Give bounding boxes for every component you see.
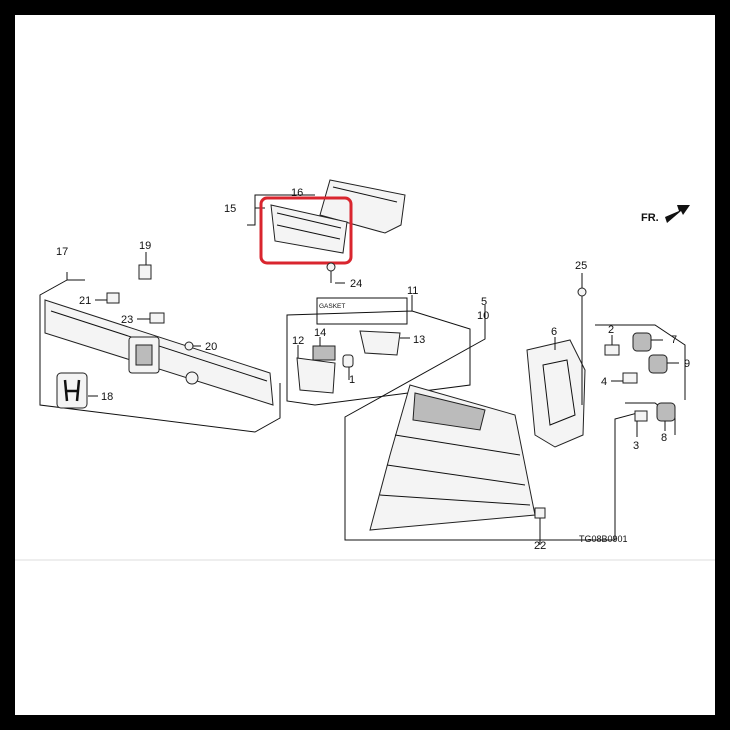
- front-arrow: FR.: [641, 205, 690, 224]
- callout-9: 9: [684, 358, 690, 370]
- socket-group: [286, 295, 471, 406]
- highlight-box: [259, 196, 353, 265]
- callout-5: 5: [481, 296, 487, 308]
- bulb-2: [604, 344, 620, 356]
- callout-6: 6: [551, 326, 557, 338]
- socket-group-outline: [286, 295, 471, 406]
- diagram-sheet: FR. 1 2 3 4 5 6 7 8 9 10 11 12 13 14 15 …: [15, 15, 715, 715]
- taillight-lens-lines: [379, 434, 531, 506]
- screw-24: [326, 262, 336, 272]
- callout-1: 1: [349, 374, 355, 386]
- callout-24: 24: [350, 278, 362, 290]
- light-ribs: [276, 212, 342, 240]
- callout-21: 21: [79, 295, 91, 307]
- bracket-12: [296, 357, 336, 394]
- light-cover: [319, 179, 406, 234]
- taillight-group: [344, 273, 646, 545]
- callout-16: 16: [291, 187, 303, 199]
- leader-15-16: [247, 194, 315, 226]
- high-mount-light-group: [247, 179, 406, 284]
- socket-7: [632, 332, 652, 352]
- gasket-label: GASKET: [319, 303, 345, 310]
- taillight-lamp-section: [412, 392, 486, 431]
- clip-20: [184, 341, 194, 351]
- bolt-19: [138, 264, 152, 280]
- honda-h-logo: [63, 379, 81, 402]
- callout-14: 14: [314, 327, 326, 339]
- gasket-inner: [542, 359, 576, 426]
- rear-combination-light: [369, 384, 536, 531]
- callout-19: 19: [139, 240, 151, 252]
- callout-10: 10: [477, 310, 489, 322]
- bulb-4: [622, 372, 638, 384]
- garnish-group: [39, 272, 281, 433]
- taillight-group-outline: [344, 305, 646, 541]
- garnish-fasteners: [95, 252, 201, 351]
- diagram-code: TG08B0901: [579, 534, 628, 544]
- nut-21: [106, 292, 120, 304]
- callout-20: 20: [205, 341, 217, 353]
- socket-details: [595, 324, 686, 437]
- arrow-icon: [665, 205, 690, 223]
- callout-25: 25: [575, 260, 587, 272]
- callout-15: 15: [224, 203, 236, 215]
- cover-edge: [332, 186, 398, 203]
- emblem-recess: [135, 344, 153, 366]
- callout-2: 2: [608, 324, 614, 336]
- bulb-1: [342, 354, 354, 368]
- arrow-label: FR.: [641, 212, 659, 224]
- socket-13: [359, 330, 401, 356]
- bulb-3: [634, 410, 648, 422]
- clip-23: [149, 312, 165, 324]
- callout-23: 23: [121, 314, 133, 326]
- callout-3: 3: [633, 440, 639, 452]
- callout-18: 18: [101, 391, 113, 403]
- socket-8: [656, 402, 676, 422]
- callout-17: 17: [56, 246, 68, 258]
- callout-12: 12: [292, 335, 304, 347]
- callout-7: 7: [671, 334, 677, 346]
- socket-detail-top: [595, 324, 686, 400]
- socket-9: [648, 354, 668, 374]
- callout-4: 4: [601, 376, 607, 388]
- callout-22: 22: [534, 540, 546, 552]
- callout-labels: 1 2 3 4 5 6 7 8 9 10 11 12 13 14 15 16 1…: [56, 187, 690, 552]
- housing-gasket-6: [526, 339, 586, 448]
- callout-8: 8: [661, 432, 667, 444]
- high-mount-stop-light: [270, 204, 348, 254]
- garnish-clip-hole: [185, 371, 199, 385]
- gasket-box: [316, 297, 408, 325]
- callout-11: 11: [407, 285, 418, 297]
- parts-diagram: FR. 1 2 3 4 5 6 7 8 9 10 11 12 13 14 15 …: [15, 179, 715, 561]
- screw-22: [534, 507, 546, 519]
- callout-13: 13: [413, 334, 425, 346]
- nut-25: [577, 287, 587, 297]
- socket-14: [312, 345, 336, 361]
